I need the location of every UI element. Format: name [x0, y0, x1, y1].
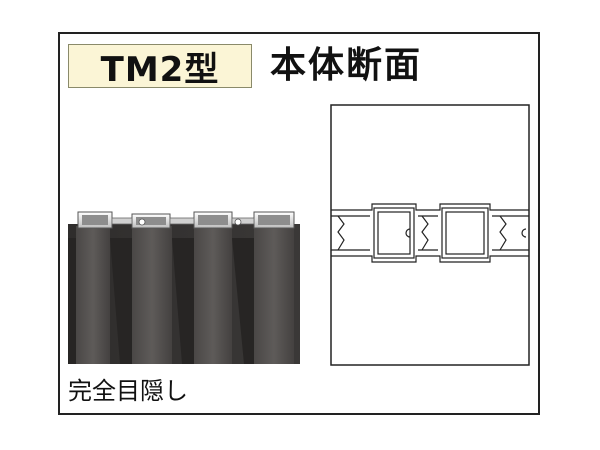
product-photo	[68, 208, 300, 364]
caption-text: 完全目隠し	[68, 377, 188, 405]
model-badge: TM2型	[68, 44, 252, 90]
cross-section-diagram	[330, 104, 530, 366]
section-title: 本体断面	[270, 45, 423, 86]
